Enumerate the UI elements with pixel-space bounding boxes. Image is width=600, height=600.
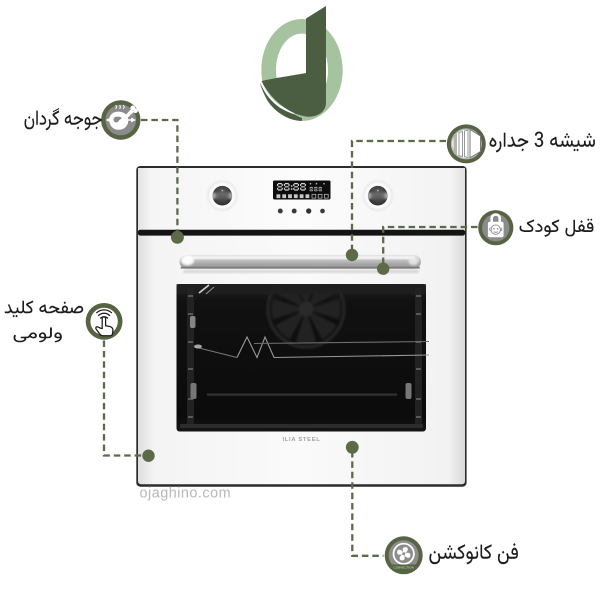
svg-text:ojaghino.com: ojaghino.com (140, 486, 232, 502)
svg-text:CONVECTION: CONVECTION (394, 565, 414, 569)
svg-text:ILIA STEEL: ILIA STEEL (282, 437, 320, 443)
